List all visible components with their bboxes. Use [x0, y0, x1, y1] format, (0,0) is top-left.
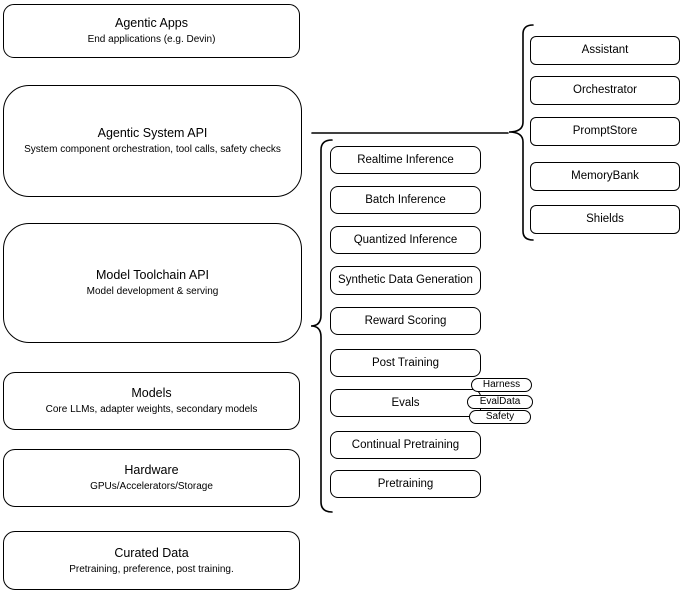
toolchain-item-label: Realtime Inference [357, 153, 454, 166]
toolchain-item-label: Reward Scoring [364, 314, 447, 327]
layer-title: Curated Data [114, 545, 189, 560]
system-component-assistant: Assistant [530, 36, 680, 65]
evals-tag-evaldata: EvalData [467, 395, 533, 409]
system-component-label: MemoryBank [571, 170, 639, 182]
layer-subtitle: End applications (e.g. Devin) [87, 34, 216, 45]
layer-hardware: Hardware GPUs/Accelerators/Storage [3, 449, 300, 507]
layer-curated-data: Curated Data Pretraining, preference, po… [3, 531, 300, 590]
toolchain-item-label: Continual Pretraining [351, 438, 460, 451]
layer-agentic-system-api: Agentic System API System component orch… [3, 85, 302, 197]
layer-subtitle: Pretraining, preference, post training. [69, 563, 234, 575]
toolchain-item-label: Evals [391, 396, 420, 409]
system-component-label: Shields [586, 213, 624, 225]
toolchain-item-label: Pretraining [377, 477, 434, 490]
layer-title: Agentic System API [97, 126, 208, 140]
toolchain-brace [310, 139, 333, 513]
toolchain-item-reward-scoring: Reward Scoring [330, 307, 481, 335]
toolchain-item-realtime-inference: Realtime Inference [330, 146, 481, 174]
toolchain-item-synthetic-data-generation: Synthetic Data Generation [330, 266, 481, 295]
system-component-shields: Shields [530, 205, 680, 234]
toolchain-item-label: Quantized Inference [353, 233, 458, 246]
toolchain-item-label: Post Training [371, 356, 440, 369]
evals-tag-safety: Safety [469, 410, 531, 424]
layer-subtitle: Model development & serving [86, 286, 219, 297]
evals-tag-harness: Harness [471, 378, 532, 392]
system-component-promptstore: PromptStore [530, 117, 680, 146]
toolchain-item-batch-inference: Batch Inference [330, 186, 481, 214]
toolchain-item-quantized-inference: Quantized Inference [330, 226, 481, 254]
layer-subtitle: Core LLMs, adapter weights, secondary mo… [45, 404, 258, 415]
layer-agentic-apps: Agentic Apps End applications (e.g. Devi… [3, 4, 300, 58]
toolchain-item-evals: Evals [330, 389, 481, 417]
toolchain-item-pretraining: Pretraining [330, 470, 481, 498]
toolchain-item-continual-pretraining: Continual Pretraining [330, 431, 481, 459]
layer-title: Hardware [124, 463, 179, 477]
toolchain-item-label: Batch Inference [365, 193, 446, 206]
system-component-memorybank: MemoryBank [530, 162, 680, 191]
system-component-orchestrator: Orchestrator [530, 76, 680, 105]
evals-tag-label: EvalData [479, 396, 521, 407]
system-component-label: PromptStore [572, 125, 638, 137]
system-component-label: Assistant [581, 44, 629, 56]
layer-title: Model Toolchain API [95, 268, 210, 282]
layer-subtitle: System component orchestration, tool cal… [24, 144, 281, 155]
system-component-label: Orchestrator [573, 84, 637, 96]
evals-tag-label: Harness [482, 379, 521, 390]
layer-title: Models [131, 386, 172, 400]
layer-title: Agentic Apps [115, 16, 188, 30]
toolchain-item-post-training: Post Training [330, 349, 481, 377]
toolchain-item-label: Synthetic Data Generation [338, 274, 473, 286]
layer-models: Models Core LLMs, adapter weights, secon… [3, 372, 300, 430]
layer-subtitle: GPUs/Accelerators/Storage [90, 481, 213, 492]
evals-tag-label: Safety [485, 411, 515, 422]
layer-model-toolchain-api: Model Toolchain API Model development & … [3, 223, 302, 343]
